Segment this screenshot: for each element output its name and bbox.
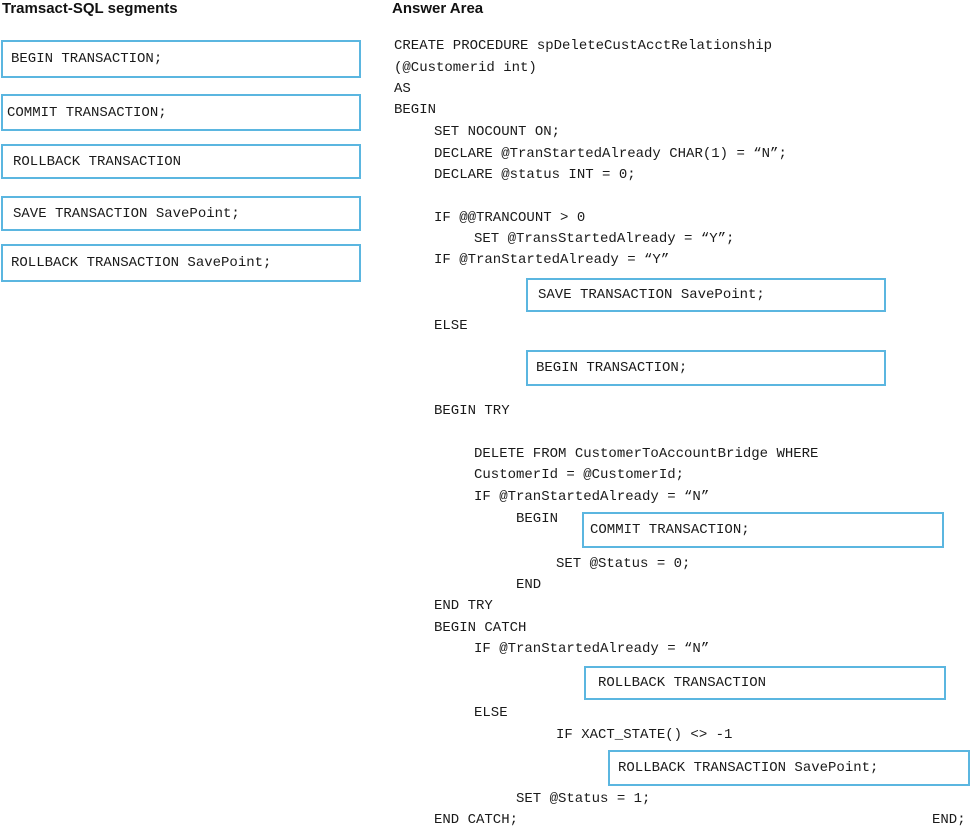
answer-slot-begin-transaction[interactable]: BEGIN TRANSACTION; — [526, 350, 886, 386]
segment-rollback-transaction[interactable]: ROLLBACK TRANSACTION — [1, 144, 361, 179]
code-line: IF @TranStartedAlready = “N” — [474, 641, 710, 657]
segment-commit-transaction[interactable]: COMMIT TRANSACTION; — [1, 94, 361, 131]
code-line: BEGIN — [516, 511, 559, 527]
code-line: CustomerId = @CustomerId; — [474, 467, 685, 483]
code-line: IF @TranStartedAlready = “Y” — [434, 252, 670, 268]
code-line: DECLARE @status INT = 0; — [434, 167, 636, 183]
code-line: IF @TranStartedAlready = “N” — [474, 489, 710, 505]
answer-slot-rollback-transaction[interactable]: ROLLBACK TRANSACTION — [584, 666, 946, 700]
code-line: DECLARE @TranStartedAlready CHAR(1) = “N… — [434, 146, 787, 162]
code-line: CREATE PROCEDURE spDeleteCustAcctRelatio… — [394, 38, 773, 54]
code-line: BEGIN TRY — [434, 403, 510, 419]
segment-begin-transaction[interactable]: BEGIN TRANSACTION; — [1, 40, 361, 78]
answer-slot-rollback-transaction-savepoint[interactable]: ROLLBACK TRANSACTION SavePoint; — [608, 750, 970, 786]
answer-area-heading: Answer Area — [392, 0, 484, 17]
code-line: ELSE — [474, 705, 508, 721]
code-line: END; — [932, 812, 966, 828]
code-line: IF XACT_STATE() <> -1 — [556, 727, 733, 743]
code-line: SET @TransStartedAlready = “Y”; — [474, 231, 735, 247]
code-line: SET NOCOUNT ON; — [434, 124, 561, 140]
code-line: BEGIN — [394, 102, 437, 118]
segment-rollback-transaction-savepoint[interactable]: ROLLBACK TRANSACTION SavePoint; — [1, 244, 361, 282]
code-line: AS — [394, 81, 411, 97]
code-line: SET @Status = 1; — [516, 791, 651, 807]
answer-slot-save-transaction[interactable]: SAVE TRANSACTION SavePoint; — [526, 278, 886, 312]
answer-slot-commit-transaction[interactable]: COMMIT TRANSACTION; — [582, 512, 944, 548]
code-line: BEGIN CATCH — [434, 620, 527, 636]
segment-save-transaction-savepoint[interactable]: SAVE TRANSACTION SavePoint; — [1, 196, 361, 231]
code-line: ELSE — [434, 318, 468, 334]
code-line: IF @@TRANCOUNT > 0 — [434, 210, 586, 226]
code-line: END TRY — [434, 598, 493, 614]
code-line: (@Customerid int) — [394, 60, 537, 76]
code-line: SET @Status = 0; — [556, 556, 691, 572]
segments-heading: Tramsact-SQL segments — [2, 0, 178, 17]
code-line: END CATCH; — [434, 812, 519, 828]
code-line: END — [516, 577, 542, 593]
code-line: DELETE FROM CustomerToAccountBridge WHER… — [474, 446, 819, 462]
